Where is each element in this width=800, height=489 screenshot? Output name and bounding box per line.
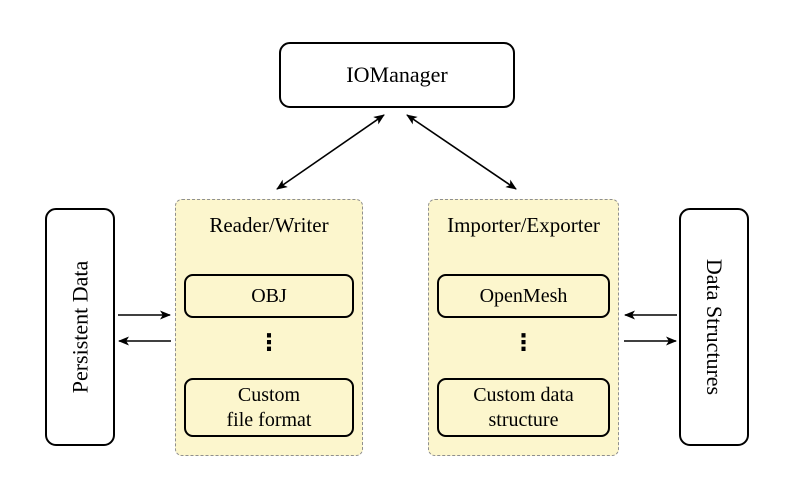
reader-writer-title: Reader/Writer	[209, 213, 329, 237]
importer-exporter-ellipsis: ⋮	[512, 330, 535, 356]
custom-data-structure-node: Custom data structure	[437, 378, 610, 437]
data-structures-label: Data Structures	[702, 258, 728, 396]
io-manager-label: IOManager	[346, 62, 448, 87]
persistent-data-box: Persistent Data	[45, 208, 115, 446]
importer-exporter-title: Importer/Exporter	[447, 213, 600, 237]
data-structures-box: Data Structures	[679, 208, 749, 446]
persistent-data-label: Persistent Data	[67, 260, 92, 394]
reader-writer-group: Reader/Writer OBJ ⋮ Custom file format	[175, 199, 363, 456]
importer-exporter-group: Importer/Exporter OpenMesh ⋮ Custom data…	[428, 199, 619, 456]
arrow-iomanager-importerexporter	[406, 114, 517, 190]
openmesh-node: OpenMesh	[437, 274, 610, 318]
arrow-iomanager-readerwriter	[276, 114, 385, 190]
reader-writer-ellipsis: ⋮	[257, 330, 281, 356]
custom-file-format-node: Custom file format	[184, 378, 354, 437]
obj-node: OBJ	[184, 274, 354, 318]
io-manager-box: IOManager	[279, 42, 515, 108]
